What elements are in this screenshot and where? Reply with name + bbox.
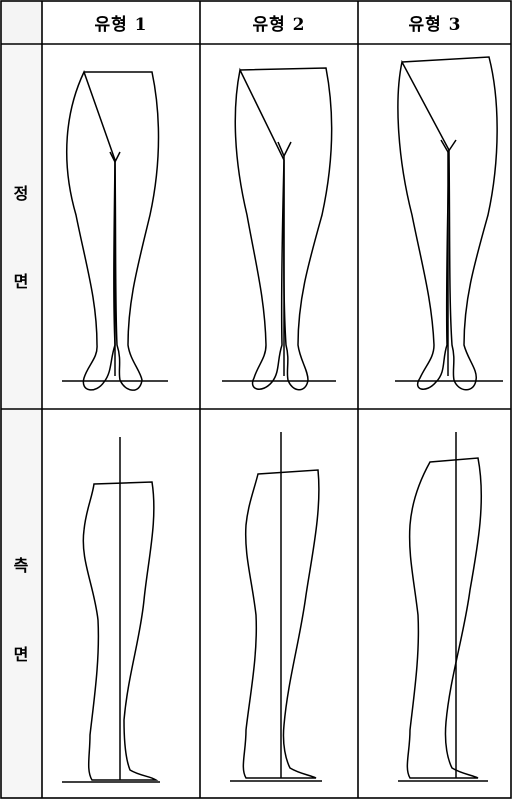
- side-view-type-3: [398, 432, 488, 781]
- side-view-type-1: [62, 437, 160, 782]
- front-view-type-3: [395, 57, 503, 390]
- front-view-type-1: [62, 72, 168, 390]
- front-view-type-2: [222, 68, 336, 390]
- side-view-type-2: [230, 432, 322, 781]
